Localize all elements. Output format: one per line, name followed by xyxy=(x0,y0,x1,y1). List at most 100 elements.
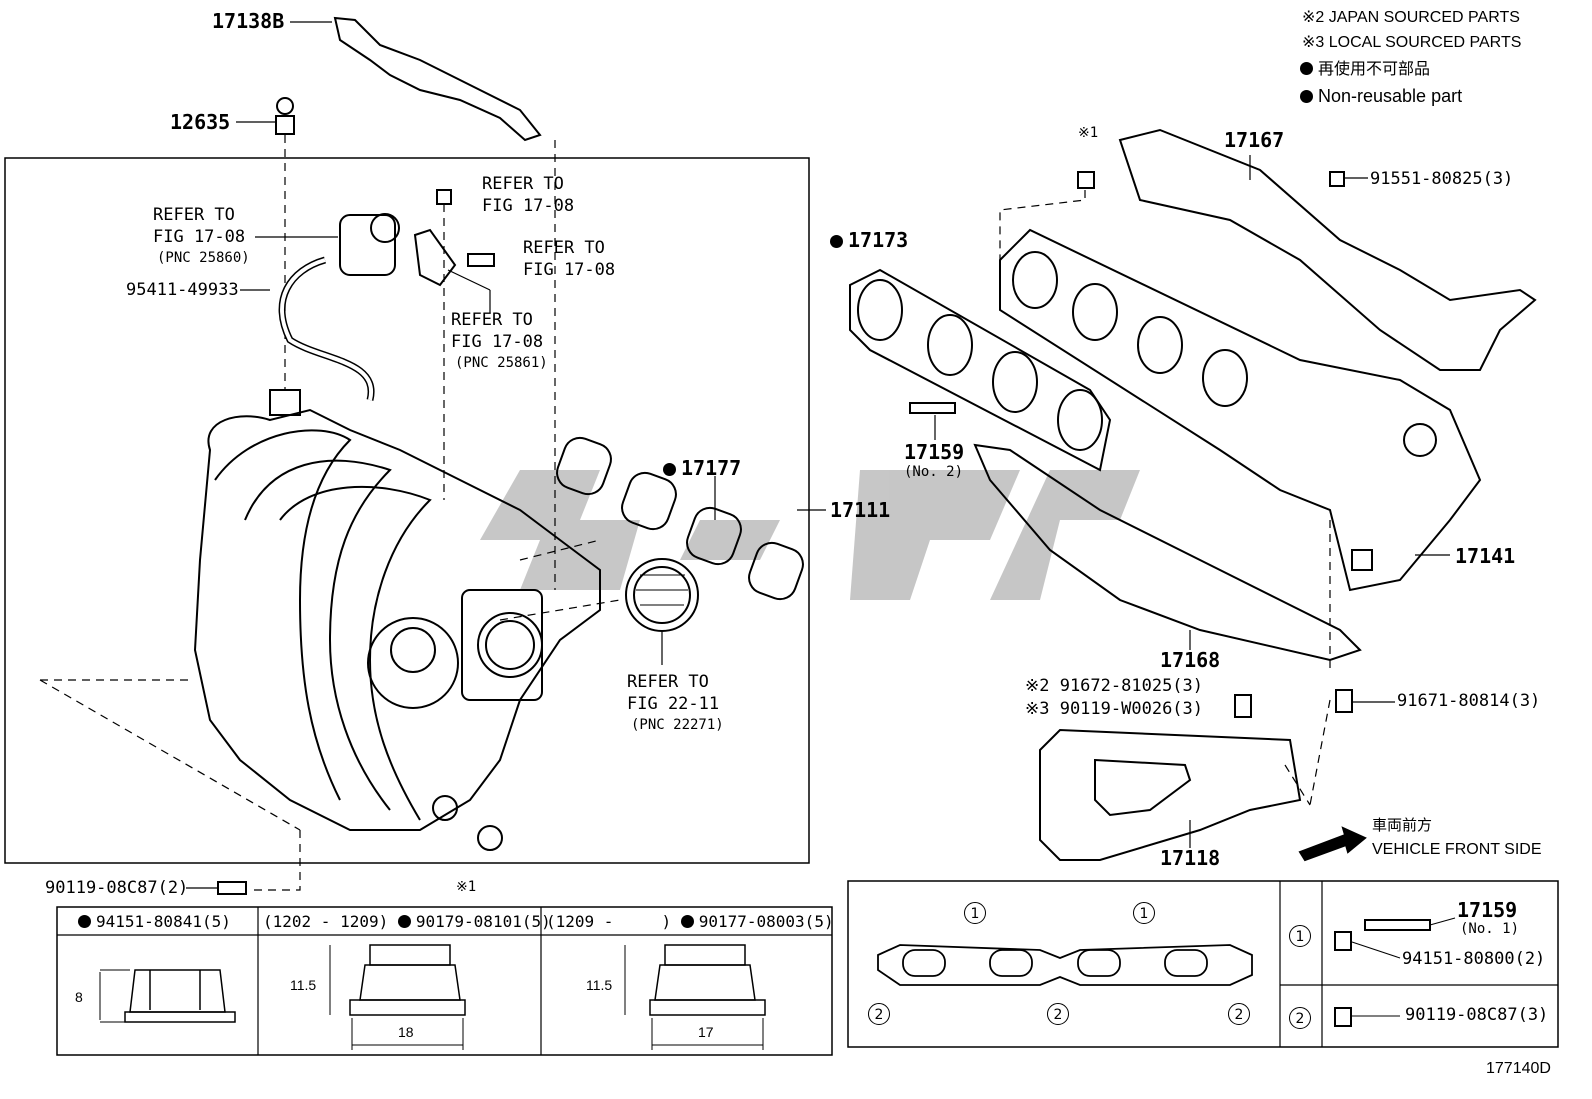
filled-dot-icon xyxy=(830,235,843,248)
insulator-17168 xyxy=(973,443,1362,662)
bolt-91672 xyxy=(1234,694,1252,718)
refer-a-1: REFER TO xyxy=(482,174,564,194)
refer-d-2[interactable]: FIG 17-08 xyxy=(451,332,544,352)
part-17138b[interactable]: 17138B xyxy=(212,9,285,33)
nut-table-frame xyxy=(56,906,833,1056)
marker-2-c: 2 xyxy=(1228,1003,1250,1025)
nut-star1 xyxy=(1077,171,1095,189)
nut-2-width: 18 xyxy=(398,1024,414,1040)
marker-2-a: 2 xyxy=(868,1003,890,1025)
gasket-17177 xyxy=(556,436,804,601)
figure-id: 177140D xyxy=(1486,1060,1551,1077)
part-90119-w0026[interactable]: ※3 90119-W0026(3) xyxy=(1025,699,1204,719)
front-label-en: VEHICLE FRONT SIDE xyxy=(1372,841,1542,858)
bracket-17138b xyxy=(333,16,542,142)
gasket-plan-view xyxy=(877,944,1253,986)
gasket-nut-94151[interactable]: 94151-80800(2) xyxy=(1402,949,1546,969)
part-12635[interactable]: 12635 xyxy=(170,110,231,134)
part-95411[interactable]: 95411-49933 xyxy=(126,280,239,300)
gasket-stud-17159[interactable]: 17159 xyxy=(1457,898,1518,922)
star1-left: ※1 xyxy=(456,879,477,895)
nut-cell-1-title[interactable]: 94151-80841(5) xyxy=(78,912,231,931)
refer-c-2[interactable]: FIG 17-08 xyxy=(523,260,616,280)
gasket-17173 xyxy=(849,268,1112,472)
star1-right: ※1 xyxy=(1078,125,1099,141)
part-17159[interactable]: 17159 xyxy=(904,440,965,464)
front-arrow xyxy=(1298,826,1367,862)
filled-dot-icon xyxy=(1300,90,1313,103)
nut-drawing-1 xyxy=(124,969,236,1023)
marker-1-b: 1 xyxy=(1133,902,1155,924)
refer-c-1: REFER TO xyxy=(523,238,605,258)
refer-e-1: REFER TO xyxy=(627,672,709,692)
note-local: ※3 LOCAL SOURCED PARTS xyxy=(1302,34,1522,51)
front-label-jp: 車両前方 xyxy=(1372,817,1433,834)
vsv-bracket xyxy=(413,228,457,287)
bolt-90119 xyxy=(217,881,247,895)
bracket-17118 xyxy=(1039,728,1302,861)
nut-1-height: 8 xyxy=(75,989,83,1005)
gasket-table-frame xyxy=(847,880,1559,1048)
part-17167[interactable]: 17167 xyxy=(1224,128,1285,152)
filled-dot-icon xyxy=(78,915,91,928)
part-17159-no2: (No. 2) xyxy=(904,464,964,480)
part-17111[interactable]: 17111 xyxy=(830,498,891,522)
marker-1-a: 1 xyxy=(964,902,986,924)
part-91671[interactable]: 91671-80814(3) xyxy=(1397,691,1541,711)
filled-dot-icon xyxy=(1300,62,1313,75)
part-91551[interactable]: 91551-80825(3) xyxy=(1370,169,1514,189)
part-17118[interactable]: 17118 xyxy=(1160,846,1221,870)
refer-b-2[interactable]: FIG 17-08 xyxy=(153,227,246,247)
note-japan: ※2 JAPAN SOURCED PARTS xyxy=(1302,9,1520,26)
refer-b-3: (PNC 25860) xyxy=(157,250,250,266)
stud-17159-icon xyxy=(1364,919,1431,931)
note-non-reusable-jp: 再使用不可部品 xyxy=(1300,62,1430,78)
part-17173[interactable]: 17173 xyxy=(830,230,908,250)
part-17177[interactable]: 17177 xyxy=(663,458,741,478)
part-17168[interactable]: 17168 xyxy=(1160,648,1221,672)
bolt-12635 xyxy=(276,97,294,115)
stud-17159 xyxy=(909,402,956,414)
marker-2-legend: 2 xyxy=(1289,1007,1311,1029)
exhaust-manifold-17141 xyxy=(999,228,1482,592)
nut-3-height: 11.5 xyxy=(586,977,613,993)
refer-e-2[interactable]: FIG 22-11 xyxy=(627,694,720,714)
throttle-gasket xyxy=(625,558,699,632)
hose-95411 xyxy=(278,256,375,401)
bolt-91671 xyxy=(1335,689,1353,713)
watermark-logo xyxy=(480,470,1140,600)
nut-cell-2-title[interactable]: (1202 - 1209) 90179-08101(5) xyxy=(263,912,551,931)
marker-1-legend: 1 xyxy=(1289,925,1311,947)
nut-94151-icon xyxy=(1334,931,1352,951)
part-90119-08c87-2[interactable]: 90119-08C87(2) xyxy=(45,878,189,898)
nut-cell-3-title[interactable]: (1209 -) 90177-08003(5) xyxy=(546,912,834,931)
refer-e-3: (PNC 22271) xyxy=(631,717,724,733)
refer-d-3: (PNC 25861) xyxy=(455,355,548,371)
refer-a-2[interactable]: FIG 17-08 xyxy=(482,196,575,216)
bolt-91551 xyxy=(1329,171,1345,187)
nut-drawing-3 xyxy=(649,944,766,1016)
bracket-screw xyxy=(467,253,495,267)
vacuum-switching-valve xyxy=(339,214,396,276)
bracket-bolt xyxy=(436,189,452,205)
refer-b-1: REFER TO xyxy=(153,205,235,225)
filled-dot-icon xyxy=(397,915,411,928)
insulator-17167 xyxy=(1118,128,1537,371)
manifold-boss xyxy=(269,389,301,416)
intake-assembly-box xyxy=(4,157,810,864)
bolt-90119-icon xyxy=(1334,1007,1352,1027)
gasket-stud-no1: (No. 1) xyxy=(1460,921,1520,937)
gasket-bolt-90119[interactable]: 90119-08C87(3) xyxy=(1405,1005,1549,1025)
refer-d-1: REFER TO xyxy=(451,310,533,330)
nut-2-height: 11.5 xyxy=(290,977,317,993)
part-91672[interactable]: ※2 91672-81025(3) xyxy=(1025,676,1204,696)
filled-dot-icon xyxy=(663,463,676,476)
part-17141[interactable]: 17141 xyxy=(1455,544,1516,568)
nut-drawing-2 xyxy=(349,944,466,1016)
egr-valve xyxy=(367,617,459,709)
filled-dot-icon xyxy=(680,915,694,928)
note-non-reusable-en: Non-reusable part xyxy=(1300,87,1462,105)
marker-2-b: 2 xyxy=(1047,1003,1069,1025)
intake-manifold xyxy=(193,389,601,851)
